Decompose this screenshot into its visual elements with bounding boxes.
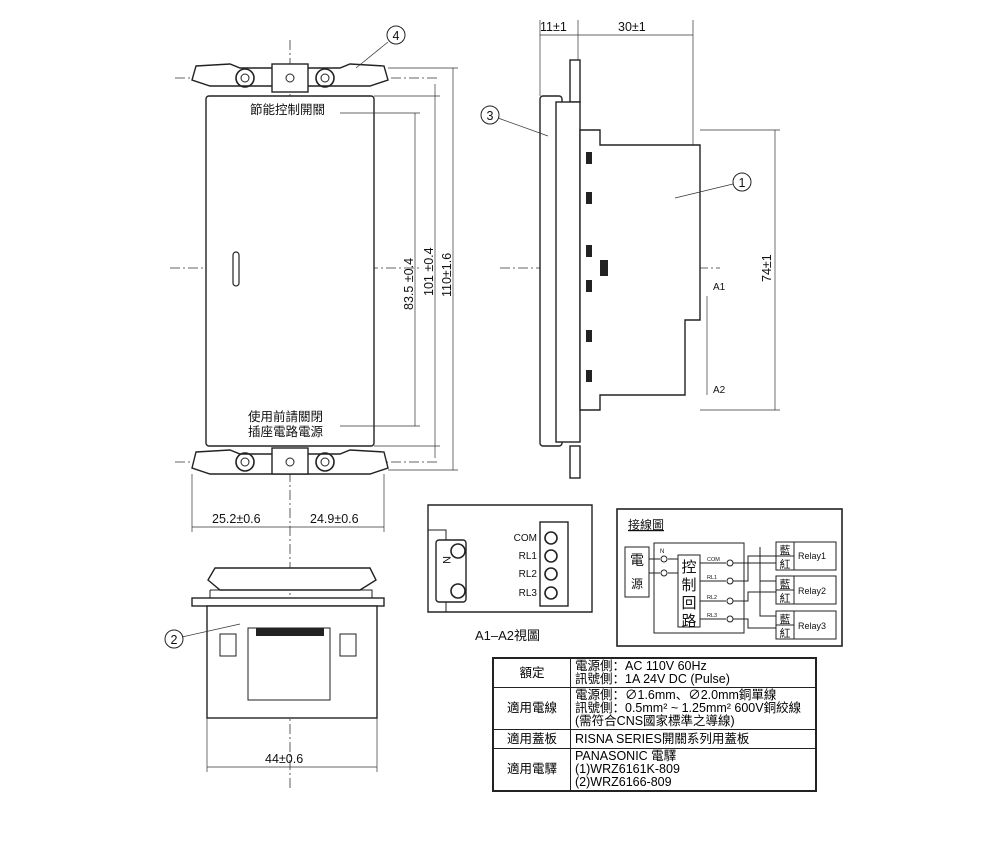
section-a1: A1	[713, 282, 726, 293]
control-char-3: 回	[681, 595, 696, 612]
dim-left: 25.2±0.6	[212, 512, 261, 526]
control-char-2: 制	[681, 577, 696, 594]
power-source-char: 電	[630, 552, 644, 568]
relay-2-red: 紅	[780, 592, 791, 605]
dim-height-inner: 83.5 ±0.4	[402, 258, 416, 310]
wiring-title: 接線圖	[628, 517, 664, 532]
wiring-rl2: RL2	[707, 595, 717, 601]
control-char-4: 路	[681, 613, 696, 630]
relay-1-red: 紅	[780, 558, 791, 571]
row-head: 適用電驛	[492, 748, 571, 792]
relay-1-label: Relay1	[798, 551, 826, 561]
front-label-bottom-2: 插座電路電源	[248, 424, 324, 439]
bottom-view: 44±0.6 2	[164, 567, 385, 772]
wiring-diagram: 接線圖 電源 電 控 制 回 路 N COM RL1 RL2 RL3 藍 紅	[616, 508, 843, 647]
relay-2-label: Relay2	[798, 586, 826, 596]
row-line: 電源側：AC 110V 60Hz	[575, 659, 707, 673]
row-line: (需符合CNS國家標準之導線)	[575, 714, 735, 728]
dim-height-mid: 101 ±0.4	[422, 247, 436, 296]
row-head: 適用蓋板	[492, 729, 571, 749]
wiring-rl3: RL3	[707, 613, 717, 619]
power-source-char-2: 源	[631, 577, 643, 591]
relay-2-blue: 藍	[780, 578, 791, 591]
front-label-bottom-1: 使用前請關閉	[248, 409, 323, 424]
row-head: 適用電線	[492, 687, 571, 730]
row-line: RISNA SERIES開關系列用蓋板	[575, 731, 750, 746]
row-line: 訊號側：0.5mm² ~ 1.25mm² 600V銅絞線	[575, 701, 802, 715]
row-line: 電源側：∅1.6mm、∅2.0mm銅單線	[575, 688, 777, 702]
dim-body: 74±1	[760, 254, 774, 282]
terminal-view: N COM RL1 RL2 RL3 A1–A2視圖	[427, 504, 593, 643]
callout-2: 2	[171, 633, 178, 647]
relay-3-blue: 藍	[780, 613, 791, 626]
front-label-top: 節能控制開關	[250, 102, 325, 117]
row-line: (1)WRZ6161K-809	[575, 762, 680, 776]
front-view: 節能控制開關 使用前請關閉 插座電路電源 83.5 ±0.4 101 ±0.4 …	[170, 25, 458, 790]
dim-right: 24.9±0.6	[310, 512, 359, 526]
wiring-n: N	[660, 549, 664, 555]
relay-3-red: 紅	[780, 627, 791, 640]
table-row: 適用電線 電源側：∅1.6mm、∅2.0mm銅單線訊號側：0.5mm² ~ 1.…	[492, 687, 817, 730]
relay-3-label: Relay3	[798, 621, 826, 631]
terminal-com: COM	[514, 533, 537, 544]
row-line: (2)WRZ6166-809	[575, 775, 672, 789]
relay-2: 藍 紅 Relay2	[775, 575, 837, 605]
terminal-view-title: A1–A2視圖	[475, 628, 540, 643]
row-line: PANASONIC 電驛	[575, 749, 677, 763]
dim-front: 11±1	[540, 20, 567, 34]
callout-1: 1	[739, 176, 746, 190]
terminal-rl1: RL1	[519, 551, 538, 562]
section-a2: A2	[713, 385, 726, 396]
dim-depth: 30±1	[618, 20, 646, 34]
wiring-rl1: RL1	[707, 575, 717, 581]
terminal-rl2: RL2	[519, 569, 538, 580]
dim-height-outer: 110±1.6	[440, 253, 454, 297]
terminal-n: N	[440, 556, 452, 564]
wiring-com: COM	[707, 557, 720, 563]
dim-width: 44±0.6	[265, 752, 303, 766]
row-head: 額定	[492, 657, 571, 688]
relay-1-blue: 藍	[780, 544, 791, 557]
relay-1: 藍 紅 Relay1	[775, 541, 837, 571]
callout-3: 3	[487, 109, 494, 123]
terminal-rl3: RL3	[519, 588, 538, 599]
table-row: 適用蓋板 RISNA SERIES開關系列用蓋板	[492, 729, 817, 749]
side-view: A1 A2 11±1 30±1 74±1 3 1	[480, 20, 780, 479]
relay-3: 藍 紅 Relay3	[775, 610, 837, 640]
callout-4: 4	[393, 29, 400, 43]
row-line: 訊號側：1A 24V DC (Pulse)	[575, 672, 730, 686]
table-row: 適用電驛 PANASONIC 電驛(1)WRZ6161K-809(2)WRZ61…	[492, 748, 817, 792]
control-char-1: 控	[681, 559, 696, 576]
